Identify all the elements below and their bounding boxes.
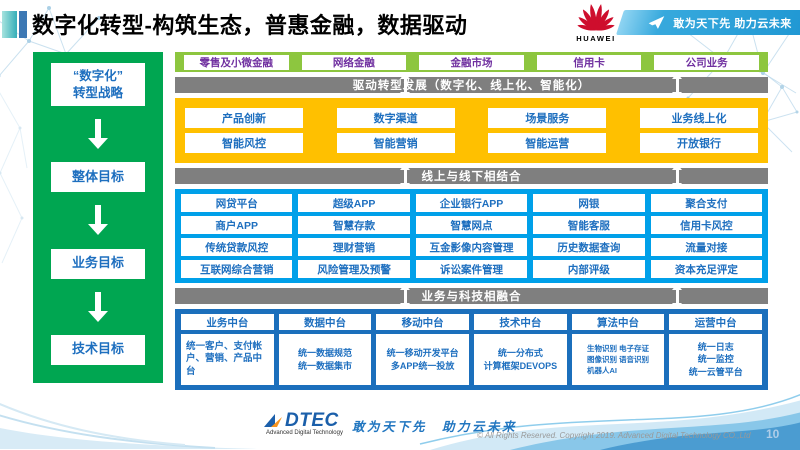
dtec-wordmark: DTEC xyxy=(285,410,339,431)
paper-plane-icon xyxy=(648,16,665,29)
capability-item: 开放银行 xyxy=(639,133,758,154)
strategy-item-overall-goal: 整体目标 xyxy=(51,162,145,193)
application-item: 互金影像内容管理 xyxy=(415,238,528,256)
application-item: 智慧存款 xyxy=(298,216,410,234)
page-number: 10 xyxy=(766,427,780,441)
platform-content: 生物识别 电子存证 图像识别 语音识别 机器人AI xyxy=(571,334,665,385)
page-title: 数字化转型-构筑生态，普惠金融，数据驱动 xyxy=(32,13,468,38)
dtec-tagline: Advanced Digital Technology xyxy=(266,430,343,436)
business-lines-row: 零售及小微金融 网络金融 金融市场 信用卡 公司业务 xyxy=(175,52,768,72)
huawei-logo: HUAWEI xyxy=(570,3,622,43)
business-line: 网络金融 xyxy=(301,54,407,70)
network-mesh-decoration xyxy=(0,92,28,264)
dtec-logo: DTEC Advanced Digital Technology xyxy=(262,410,343,436)
banner-label: 驱动转型发展（数字化、线上化、智能化） xyxy=(352,80,591,92)
business-line: 零售及小微金融 xyxy=(184,54,289,70)
platform-column-mobile: 移动中台 统一移动开发平台 多APP统一投放 xyxy=(376,314,470,385)
application-item: 聚合支付 xyxy=(650,194,763,212)
capability-item: 智能运营 xyxy=(488,133,607,154)
strategy-item-business-goal: 业务目标 xyxy=(51,248,145,279)
capability-item: 场景服务 xyxy=(488,107,607,128)
platform-column-operations: 运营中台 统一日志 统一监控 统一云管平台 xyxy=(669,314,763,385)
title-accent-bar xyxy=(19,11,27,38)
application-item: 信用卡风控 xyxy=(650,216,763,234)
platform-content: 统一日志 统一监控 统一云管平台 xyxy=(669,334,763,385)
double-arrow-icon xyxy=(671,283,683,309)
platform-column-data: 数据中台 统一数据规范 统一数据集市 xyxy=(278,314,372,385)
application-item: 企业银行APP xyxy=(415,194,528,212)
platform-content: 统一客户、支付帐户、营销、产品中台 xyxy=(181,334,274,385)
title-accent-bar xyxy=(2,11,17,38)
capability-item: 数字渠道 xyxy=(336,107,455,128)
application-item: 网贷平台 xyxy=(181,194,293,212)
platform-header: 运营中台 xyxy=(669,314,763,330)
application-item: 超级APP xyxy=(298,194,410,212)
application-item: 网银 xyxy=(533,194,645,212)
platform-header: 移动中台 xyxy=(376,314,470,330)
platform-header: 数据中台 xyxy=(278,314,372,330)
down-arrow-icon xyxy=(85,119,111,150)
strategy-item-digital-transformation: “数字化” 转型战略 xyxy=(51,63,145,106)
business-line: 金融市场 xyxy=(419,54,524,70)
ribbon-slogan-text: 敢为天下先 助力云未来 xyxy=(673,17,792,30)
strategy-item-tech-goal: 技术目标 xyxy=(51,334,145,365)
application-item: 智能客服 xyxy=(533,216,645,234)
double-arrow-icon xyxy=(399,72,411,98)
platform-header: 业务中台 xyxy=(181,314,274,330)
capability-item: 业务线上化 xyxy=(639,107,758,128)
strategy-panel: “数字化” 转型战略 整体目标 业务目标 技术目标 xyxy=(33,52,163,383)
platform-content: 统一移动开发平台 多APP统一投放 xyxy=(376,334,470,385)
platform-content: 统一数据规范 统一数据集市 xyxy=(278,334,372,385)
footer-slogan: 敢为天下先 助力云未来 xyxy=(352,420,518,434)
copyright-text: © All Rights Reserved. Copyright 2019. A… xyxy=(477,431,751,440)
slogan-ribbon: 敢为天下先 助力云未来 xyxy=(615,10,800,35)
application-item: 流量对接 xyxy=(650,238,763,256)
huawei-flower-icon xyxy=(577,4,615,31)
banner-label: 业务与科技相融合 xyxy=(421,291,522,303)
dtec-logo-icon xyxy=(264,414,282,427)
application-item: 诉讼案件管理 xyxy=(415,260,528,278)
banner-tech-fusion: 业务与科技相融合 xyxy=(175,283,768,309)
huawei-wordmark: HUAWEI xyxy=(576,34,616,43)
double-arrow-icon xyxy=(399,163,411,189)
down-arrow-icon xyxy=(85,291,111,322)
platform-column-business: 业务中台 统一客户、支付帐户、营销、产品中台 xyxy=(181,314,274,385)
banner-online-offline: 线上与线下相结合 xyxy=(175,163,768,189)
double-arrow-icon xyxy=(671,72,683,98)
platform-column-algorithm: 算法中台 生物识别 电子存证 图像识别 语音识别 机器人AI xyxy=(571,314,665,385)
platform-header: 算法中台 xyxy=(571,314,665,330)
capability-item: 智能营销 xyxy=(336,133,455,154)
double-arrow-icon xyxy=(671,163,683,189)
application-item: 智慧网点 xyxy=(415,216,528,234)
application-item: 资本充足评定 xyxy=(650,260,763,278)
digital-capability-grid: 产品创新 数字渠道 场景服务 业务线上化 智能风控 智能营销 智能运营 开放银行 xyxy=(175,98,768,163)
application-item: 互联网综合营销 xyxy=(181,260,293,278)
application-grid: 网贷平台 超级APP 企业银行APP 网银 聚合支付 商户APP 智慧存款 智慧… xyxy=(175,189,768,283)
banner-label: 线上与线下相结合 xyxy=(421,171,522,183)
platform-column-tech: 技术中台 统一分布式 计算框架DEVOPS xyxy=(474,314,567,385)
double-arrow-icon xyxy=(399,283,411,309)
down-arrow-icon xyxy=(85,205,111,236)
application-item: 风险管理及预警 xyxy=(298,260,410,278)
application-item: 商户APP xyxy=(181,216,293,234)
application-item: 理财营销 xyxy=(298,238,410,256)
platform-header: 技术中台 xyxy=(474,314,567,330)
capability-item: 智能风控 xyxy=(185,133,303,154)
platform-grid: 业务中台 统一客户、支付帐户、营销、产品中台 数据中台 统一数据规范 统一数据集… xyxy=(175,309,768,390)
capability-item: 产品创新 xyxy=(185,107,303,128)
business-line: 公司业务 xyxy=(654,54,759,70)
business-line: 信用卡 xyxy=(536,54,642,70)
application-item: 内部评级 xyxy=(533,260,645,278)
application-item: 传统贷款风控 xyxy=(181,238,293,256)
banner-drive-transformation: 驱动转型发展（数字化、线上化、智能化） xyxy=(175,72,768,98)
platform-content: 统一分布式 计算框架DEVOPS xyxy=(474,334,567,385)
application-item: 历史数据查询 xyxy=(533,238,645,256)
